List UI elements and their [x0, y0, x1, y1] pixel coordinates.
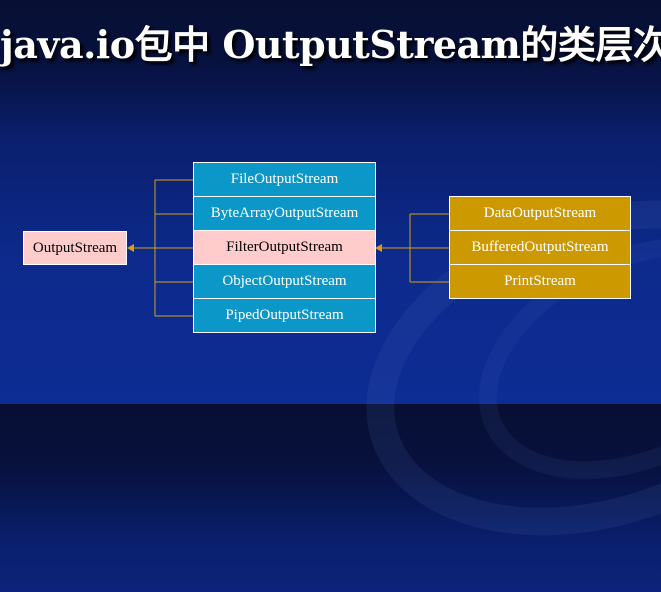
outputstream-box: OutputStream [23, 231, 127, 265]
arrowhead [375, 244, 382, 252]
dataoutputstream-box: DataOutputStream [449, 196, 631, 231]
fileoutputstream-box: FileOutputStream [193, 162, 376, 197]
pipedoutputstream-box: PipedOutputStream [193, 298, 376, 333]
bufferedoutputstream-box: BufferedOutputStream [449, 230, 631, 265]
filteroutputstream-box: FilterOutputStream [193, 230, 376, 265]
printstream-box: PrintStream [449, 264, 631, 299]
connector-lines [127, 179, 449, 317]
page-title: java.io包中 OutputStream的类层次 [0, 22, 661, 67]
arrowhead [127, 244, 134, 252]
objectoutputstream-box: ObjectOutputStream [193, 264, 376, 299]
bytearrayoutputstream-box: ByteArrayOutputStream [193, 196, 376, 231]
